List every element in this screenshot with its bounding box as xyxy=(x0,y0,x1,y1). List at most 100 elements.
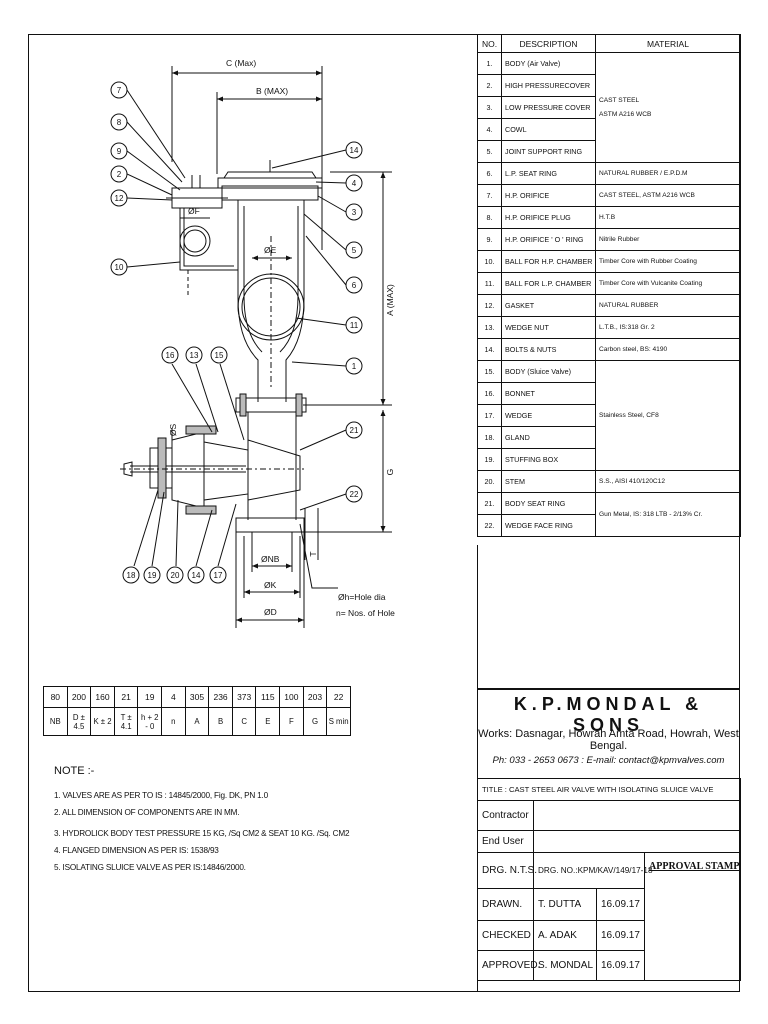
part-desc: H.P. ORIFICE ' O ' RING xyxy=(501,228,596,251)
part-material: Gun Metal, IS: 318 LTB - 2/13% Cr. xyxy=(595,492,741,537)
part-no: 9. xyxy=(477,228,502,251)
balloon: 10 xyxy=(115,263,124,272)
balloon: 12 xyxy=(115,194,124,203)
table-row: 2.HIGH PRESSURECOVER xyxy=(477,74,741,97)
balloon: 4 xyxy=(352,179,357,188)
approved-label: APPROVED. xyxy=(477,950,540,981)
balloon: 6 xyxy=(352,281,357,290)
blank-panel xyxy=(477,545,740,689)
part-no: 13. xyxy=(477,316,502,339)
part-material: Carbon steel, BS: 4190 xyxy=(595,338,741,361)
works-address: Works: Dasnagar, Howrah Amta Road, Howra… xyxy=(478,728,739,752)
approval-stamp-label: APPROVAL STAMP xyxy=(649,861,740,872)
dim-key: B xyxy=(208,707,233,736)
part-no: 10. xyxy=(477,250,502,273)
part-desc: WEDGE FACE RING xyxy=(501,514,596,537)
dim-value: 19 xyxy=(137,686,163,708)
part-no: 6. xyxy=(477,162,502,185)
dim-k-label: ØK xyxy=(264,580,277,590)
drawn-row: DRAWN. T. DUTTA 16.09.17 xyxy=(477,888,741,921)
part-desc: WEDGE xyxy=(501,404,596,427)
balloon: 15 xyxy=(215,351,224,360)
balloon: 2 xyxy=(117,170,122,179)
dim-a-label: A (MAX) xyxy=(385,284,395,316)
part-desc: BALL FOR L.P. CHAMBER xyxy=(501,272,596,295)
dim-value: 236 xyxy=(208,686,233,708)
dim-value: 4 xyxy=(161,686,186,708)
approved-date: 16.09.17 xyxy=(596,950,645,981)
dim-key: h + 2 - 0 xyxy=(137,707,163,736)
dim-value: 200 xyxy=(66,686,92,708)
part-no: 21. xyxy=(477,492,502,515)
dim-key: E xyxy=(255,707,281,736)
dim-d-label: ØD xyxy=(264,607,277,617)
part-no: 1. xyxy=(477,52,502,75)
balloon: 5 xyxy=(352,246,357,255)
hole-nos-label: n= Nos. of Hole xyxy=(336,608,395,618)
part-material: NATURAL RUBBER / E.P.D.M xyxy=(595,162,741,185)
title-block-table: TITLE : CAST STEEL AIR VALVE WITH ISOLAT… xyxy=(476,778,742,981)
balloon: 20 xyxy=(171,571,180,580)
checked-date: 16.09.17 xyxy=(596,920,645,951)
note-line: 2. ALL DIMENSION OF COMPONENTS ARE IN MM… xyxy=(54,808,240,817)
dim-f-label: ØF xyxy=(188,206,200,216)
part-desc: STUFFING BOX xyxy=(501,448,596,471)
company-name: K.P.MONDAL & SONS xyxy=(513,694,704,735)
approved-row: APPROVED. S. MONDAL 16.09.17 xyxy=(477,950,741,981)
part-no: 5. xyxy=(477,140,502,163)
dim-key: T ± 4.1 xyxy=(113,707,139,736)
balloon: 9 xyxy=(117,147,122,156)
balloon: 22 xyxy=(350,490,359,499)
checked-label: CHECKED xyxy=(477,920,534,951)
dim-t-label: T xyxy=(308,551,318,556)
dim-nb-label: ØNB xyxy=(261,554,280,564)
material-line: CAST STEEL xyxy=(599,97,640,104)
table-row: 21.BODY SEAT RING Gun Metal, IS: 318 LTB… xyxy=(477,492,741,537)
note-line: 1. VALVES ARE AS PER TO IS : 14845/2000,… xyxy=(54,791,268,800)
dim-value: 373 xyxy=(231,686,257,708)
part-no: 3. xyxy=(477,96,502,119)
end-user-label: End User xyxy=(477,830,534,853)
drg-row: DRG. N.T.S. DRG. NO.:KPM/KAV/149/17-18 A… xyxy=(477,852,742,981)
balloon: 3 xyxy=(352,208,357,217)
part-no: 4. xyxy=(477,118,502,141)
part-no: 17. xyxy=(477,404,502,427)
dim-value: 100 xyxy=(279,686,304,708)
balloon: 8 xyxy=(117,118,122,127)
contractor-value xyxy=(532,800,742,831)
notes-title: NOTE :- xyxy=(54,765,95,777)
table-row: 15.BODY (Sluice Valve) Stainless Steel, … xyxy=(477,360,741,471)
dim-key: A xyxy=(184,707,210,736)
dim-e-label: ØE xyxy=(264,245,277,255)
part-desc: HIGH PRESSURECOVER xyxy=(501,74,596,97)
drg-nts: DRG. N.T.S. xyxy=(477,852,537,889)
part-no: 12. xyxy=(477,294,502,317)
drawn-by: T. DUTTA xyxy=(533,888,597,921)
part-desc: BONNET xyxy=(501,382,596,405)
hole-dia-label: Øh=Hole dia xyxy=(338,592,386,602)
part-desc: JOINT SUPPORT RING xyxy=(501,140,596,163)
balloon: 13 xyxy=(190,351,199,360)
part-desc: STEM xyxy=(501,470,596,493)
dimension-values-row: 80 200 160 21 19 4 305 236 373 115 100 2… xyxy=(43,686,351,708)
dim-key: C xyxy=(231,707,257,736)
part-material: Nitrile Rubber xyxy=(595,228,741,251)
part-no: 2. xyxy=(477,74,502,97)
dim-value: 22 xyxy=(326,686,351,708)
dimension-keys-row: NB D ± 4.5 K ± 2 T ± 4.1 h + 2 - 0 n A B… xyxy=(43,707,351,736)
approval-stamp-box: APPROVAL STAMP xyxy=(643,852,742,981)
dim-key: K ± 2 xyxy=(90,707,115,736)
header-no: NO. xyxy=(477,34,502,53)
notes-section: NOTE :- 1. VALVES ARE AS PER TO IS : 148… xyxy=(54,765,464,880)
balloon: 21 xyxy=(350,426,359,435)
approved-by: S. MONDAL xyxy=(533,950,597,981)
checked-by: A. ADAK xyxy=(533,920,597,951)
dim-value: 80 xyxy=(43,686,68,708)
header-description: DESCRIPTION xyxy=(501,34,596,53)
part-no: 19. xyxy=(477,448,502,471)
drawn-label: DRAWN. xyxy=(477,888,534,921)
